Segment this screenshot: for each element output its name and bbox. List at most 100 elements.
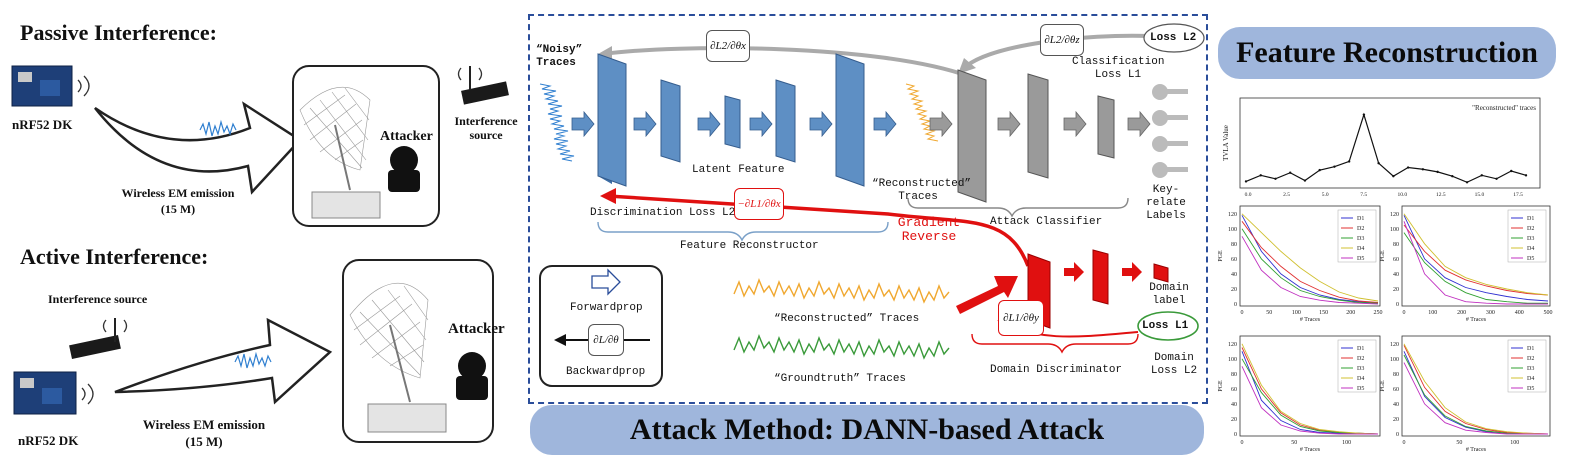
- passive-emission-label: Wireless EM emission: [121, 186, 235, 200]
- active-emission-arrow: [114, 317, 333, 405]
- dann-diagram-frame: [528, 14, 1208, 404]
- pge-legend-label: D5: [1527, 256, 1534, 262]
- key-icon: [1152, 84, 1188, 178]
- tvla-point: [1524, 174, 1528, 177]
- passive-title: Passive Interference:: [20, 20, 217, 45]
- pge-ytick: 0: [1396, 302, 1399, 308]
- tvla-xtick: 12.5: [1436, 192, 1446, 198]
- antenna-dish-icon: [349, 282, 429, 379]
- pge-xlabel: # Traces: [1466, 447, 1487, 453]
- loss-l2-label: Loss L2: [1150, 32, 1197, 44]
- domain-loss-label: Domain Loss L2: [1150, 352, 1198, 377]
- pge-series-line: [1403, 232, 1548, 304]
- attack-method-banner: Attack Method: DANN-based Attack: [530, 405, 1204, 455]
- tvla-point: [1421, 168, 1425, 171]
- gradient-box-legend: ∂L/∂θ: [588, 324, 624, 356]
- pge-series-line: [1241, 366, 1378, 435]
- pge-series-line: [1241, 213, 1379, 302]
- pge-series-line: [1241, 236, 1379, 305]
- gradient-box-discrimination: −∂L1/∂θx: [734, 188, 784, 220]
- pge-series-line: [1241, 343, 1379, 435]
- gradient-box-top-left: ∂L2/∂θx: [706, 30, 750, 62]
- pge-ytick: 0: [1234, 432, 1237, 438]
- pge-xlabel: # Traces: [1466, 317, 1487, 323]
- pge-legend: [1507, 339, 1547, 393]
- pge-legend-label: D3: [1357, 366, 1364, 372]
- sdr-receiver-icon: [367, 403, 447, 433]
- domain-discriminator-label: Domain Discriminator: [990, 364, 1123, 376]
- tvla-point: [1274, 177, 1277, 180]
- pge-series-line: [1241, 228, 1379, 304]
- pge-xtick: 0: [1403, 440, 1406, 446]
- pge-xtick: 100: [1428, 310, 1437, 316]
- reconstructed-trace-icon: [905, 83, 939, 142]
- pge-ytick: 120: [1228, 342, 1237, 348]
- pge-legend-label: D3: [1527, 366, 1534, 372]
- dann-architecture: [539, 23, 1205, 387]
- pge-ytick: 100: [1228, 227, 1237, 233]
- pge-ytick: 60: [1231, 387, 1237, 393]
- attacker-icon: [390, 146, 418, 174]
- forwardprop-label: Forwardprop: [570, 302, 643, 314]
- passive-attacker-label: Attacker: [380, 129, 433, 144]
- classification-loss-label: Classification Loss L1: [1072, 56, 1165, 81]
- pge-legend: [1337, 209, 1377, 263]
- tvla-line: [1245, 112, 1527, 183]
- pge-xtick: 0: [1241, 310, 1244, 316]
- forward-arrows-encoder: [571, 110, 897, 138]
- passive-distance-label: (15 M): [160, 202, 196, 216]
- groundtruth-traces-label: “Groundtruth” Traces: [774, 373, 907, 385]
- tvla-point: [1303, 179, 1307, 182]
- pge-ytick: 100: [1390, 227, 1399, 233]
- pge-legend-label: D2: [1527, 226, 1534, 232]
- feature-reconstructor-label: Feature Reconstructor: [680, 240, 819, 252]
- backwardprop-label: Backwardprop: [566, 366, 646, 378]
- backprop-arrow-top: [602, 46, 969, 78]
- pge-series-line: [1403, 215, 1549, 302]
- pge-ytick: 0: [1396, 432, 1399, 438]
- pge-ytick: 80: [1393, 372, 1399, 378]
- interference-device-icon: [461, 81, 509, 105]
- pge-legend-label: D4: [1357, 246, 1364, 252]
- key-labels-label: Key-relate Labels: [1146, 184, 1186, 222]
- noisy-traces-label: “Noisy” Traces: [536, 44, 583, 69]
- pge-legend-label: D2: [1357, 356, 1364, 362]
- pge-series-line: [1403, 362, 1548, 435]
- pge-xtick: 0: [1403, 310, 1406, 316]
- tvla-point: [1480, 174, 1483, 177]
- tvla-point: [1347, 160, 1351, 163]
- gradient-box-top-right: ∂L2/∂θz: [1040, 24, 1084, 56]
- tvla-point: [1495, 177, 1498, 180]
- pge-ytick: 0: [1234, 302, 1237, 308]
- passive-device-label: nRF52 DK: [12, 117, 73, 132]
- pge-xtick: 100: [1510, 440, 1519, 446]
- pge-xlabel: # Traces: [1300, 317, 1321, 323]
- tvla-point: [1289, 171, 1292, 174]
- pge-legend-label: D5: [1357, 256, 1364, 262]
- active-attacker-label: Attacker: [448, 321, 505, 337]
- antenna-dish-icon: [299, 86, 371, 171]
- feature-reconstruction-banner: Feature Reconstruction: [1218, 27, 1556, 79]
- pge-ytick: 60: [1393, 387, 1399, 393]
- active-device-label: nRF52 DK: [18, 433, 79, 448]
- tvla-point: [1406, 166, 1410, 169]
- pge-ylabel: PGE: [1218, 380, 1224, 392]
- pge-ytick: 120: [1390, 212, 1399, 218]
- tvla-point: [1333, 165, 1336, 168]
- active-emission-label: Wireless EM emission: [142, 417, 266, 432]
- active-distance-label: (15 M): [185, 434, 223, 449]
- pge-series-line: [1403, 221, 1548, 305]
- active-title: Active Interference:: [20, 244, 209, 269]
- pge-legend-label: D4: [1527, 246, 1534, 252]
- interference-device-icon: [69, 334, 121, 360]
- tvla-title: "Reconstructed" traces: [1472, 104, 1536, 112]
- tvla-point: [1362, 113, 1366, 116]
- pge-legend-label: D4: [1527, 376, 1534, 382]
- attacker-icon: [458, 352, 486, 380]
- pge-xtick: 200: [1457, 310, 1466, 316]
- tvla-point: [1259, 174, 1262, 177]
- pge-series-line: [1241, 215, 1379, 304]
- pge-xtick: 100: [1292, 310, 1301, 316]
- active-interference-label: Interference source: [48, 292, 148, 306]
